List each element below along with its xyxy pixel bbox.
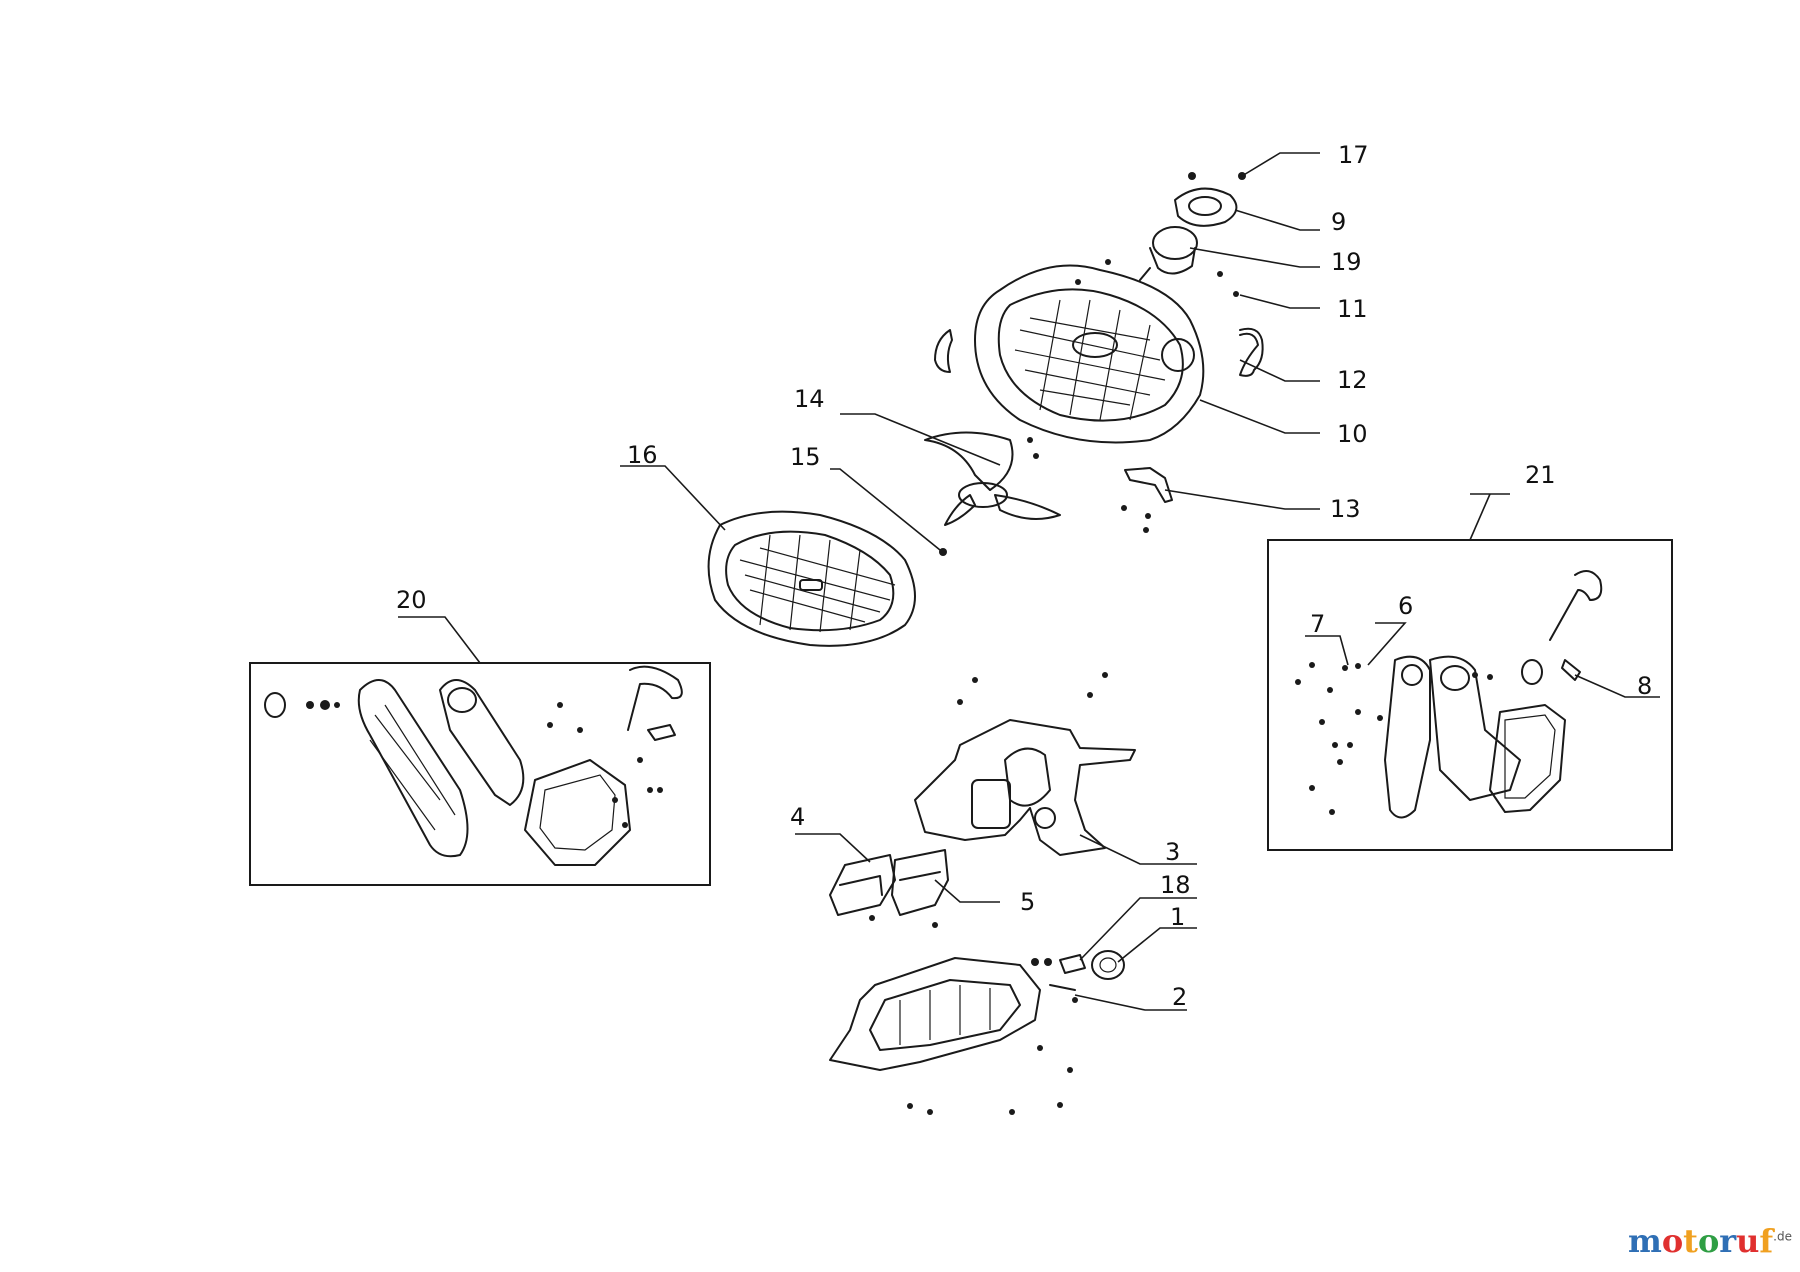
watermark-letter: r [1719,1222,1737,1260]
wire-hook [1549,570,1603,641]
callout-5: 5 [1020,888,1035,916]
part-9-ring [1174,187,1238,227]
callout-14: 14 [794,385,825,413]
handle-arm-right [439,679,525,806]
watermark-letter: t [1683,1222,1698,1260]
part-4-switch-plate [829,854,896,916]
part-12-clip-left [934,329,953,373]
part-2-base-plate [829,957,1078,1115]
part-18-connector [1031,954,1086,974]
part-5-switch-plate [869,849,949,928]
part-14-fan-blade [924,431,1061,526]
callout-4: 4 [790,803,805,831]
part-17-screw [1188,172,1246,180]
assembly-box-21 [1267,539,1673,851]
callout-15: 15 [790,443,821,471]
part-15-screw [939,548,947,556]
callout-16: 16 [627,441,658,469]
wire-hook [627,665,683,731]
battery-housing [524,759,631,866]
callout-7: 7 [1310,610,1325,638]
part-3-cradle [914,672,1136,856]
watermark-letter: o [1661,1222,1684,1260]
washer-ring [264,692,286,718]
callout-20: 20 [396,586,427,614]
watermark-letter: o [1697,1222,1720,1260]
callout-2: 2 [1172,983,1187,1011]
callout-10: 10 [1337,420,1368,448]
callout-12: 12 [1337,366,1368,394]
part-19-motor [1139,226,1198,281]
handle-arm-right [1429,655,1521,801]
watermark-letter: u [1736,1222,1760,1260]
watermark-letter: f [1759,1222,1774,1260]
callout-labels: 17 9 19 11 12 10 13 14 15 16 20 21 7 6 8… [396,141,1652,1011]
watermark-suffix: .de [1773,1229,1792,1244]
battery-housing [1489,704,1566,813]
handle-arm-left [1384,655,1431,819]
leader-lines [398,152,1660,1011]
part-16-front-cover [707,510,916,647]
callout-6: 6 [1398,592,1413,620]
part-13-bracket [1121,467,1173,533]
callout-8: 8 [1637,672,1652,700]
callout-9: 9 [1331,208,1346,236]
callout-21: 21 [1525,461,1556,489]
callout-3: 3 [1165,838,1180,866]
watermark-letter: m [1627,1222,1662,1260]
assembly-box-20 [249,662,711,886]
watermark-logo: motoruf.de [1628,1222,1792,1260]
part-10-housing [974,259,1239,459]
callout-13: 13 [1330,495,1361,523]
callout-1: 1 [1170,903,1185,931]
callout-19: 19 [1331,248,1362,276]
handle-arm-left [357,679,469,858]
callout-18: 18 [1160,871,1191,899]
callout-17: 17 [1338,141,1369,169]
callout-11: 11 [1337,295,1368,323]
part-12-clip-right [1239,327,1264,377]
part-1-knob [1091,950,1125,980]
